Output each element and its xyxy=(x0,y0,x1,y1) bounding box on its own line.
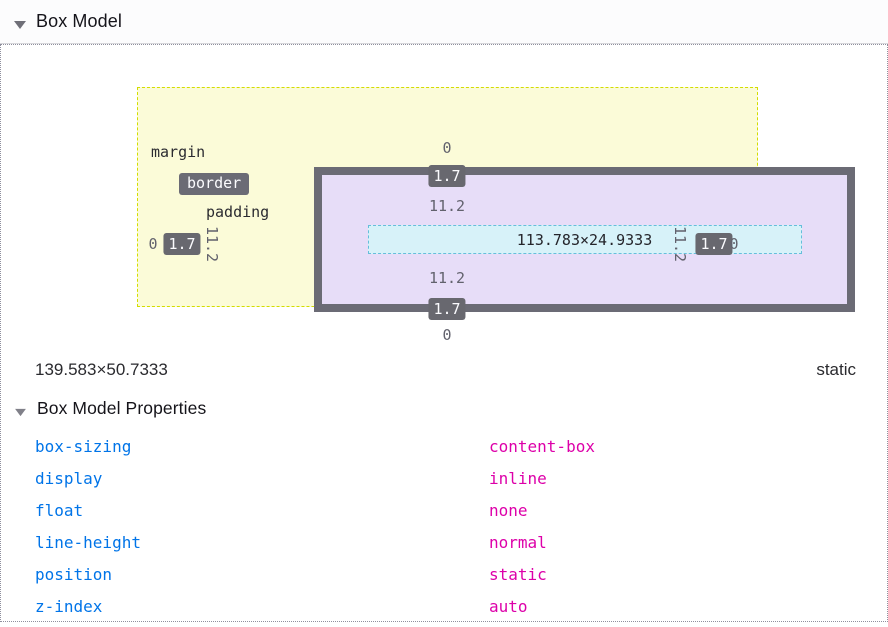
property-row-float[interactable]: float none xyxy=(1,494,887,526)
border-bottom-value[interactable]: 1.7 xyxy=(428,298,466,320)
property-value: auto xyxy=(489,596,528,616)
property-row-box-sizing[interactable]: box-sizing content-box xyxy=(1,430,887,462)
box-model-header[interactable]: Box Model xyxy=(0,0,888,44)
property-name: z-index xyxy=(35,596,103,616)
property-name: box-sizing xyxy=(35,436,132,456)
element-summary-row: 139.583×50.7333 static xyxy=(35,360,856,380)
collapse-arrow-icon[interactable] xyxy=(13,17,27,29)
property-name: display xyxy=(35,468,103,488)
border-region[interactable]: 113.783×24.9333 xyxy=(314,167,855,312)
padding-left-value[interactable]: 11.2 xyxy=(203,225,221,263)
box-model-diagram: 113.783×24.9333 margin border padding 0 … xyxy=(1,45,887,357)
property-row-display[interactable]: display inline xyxy=(1,462,887,494)
padding-label: padding xyxy=(206,203,270,221)
property-value: normal xyxy=(489,532,547,552)
margin-left-value[interactable]: 0 xyxy=(148,235,158,253)
property-row-z-index[interactable]: z-index auto xyxy=(1,590,887,622)
margin-right-value[interactable]: 0 xyxy=(729,235,739,253)
element-size: 139.583×50.7333 xyxy=(35,360,168,379)
property-value: content-box xyxy=(489,436,595,456)
padding-region[interactable]: 113.783×24.9333 xyxy=(322,175,847,304)
property-value: static xyxy=(489,564,547,584)
element-position: static xyxy=(816,360,856,379)
property-name: position xyxy=(35,564,113,584)
box-model-panel-body: 113.783×24.9333 margin border padding 0 … xyxy=(0,44,888,622)
box-model-properties-header[interactable]: Box Model Properties xyxy=(14,398,206,419)
border-label: border xyxy=(179,173,250,195)
property-name: float xyxy=(35,500,84,520)
property-value: inline xyxy=(489,468,547,488)
panel-title: Box Model xyxy=(36,11,122,31)
property-name: line-height xyxy=(35,532,141,552)
border-top-value[interactable]: 1.7 xyxy=(428,165,466,187)
margin-bottom-value[interactable]: 0 xyxy=(442,326,452,344)
margin-region[interactable]: 113.783×24.9333 xyxy=(137,87,855,312)
padding-right-value[interactable]: 11.2 xyxy=(671,225,689,263)
subsection-title: Box Model Properties xyxy=(37,398,207,418)
collapse-arrow-icon[interactable] xyxy=(14,404,28,416)
property-row-position[interactable]: position static xyxy=(1,558,887,590)
content-dimensions: 113.783×24.9333 xyxy=(516,230,653,249)
border-left-value[interactable]: 1.7 xyxy=(163,233,201,255)
property-row-line-height[interactable]: line-height normal xyxy=(1,526,887,558)
padding-top-value[interactable]: 11.2 xyxy=(428,197,466,215)
border-right-value[interactable]: 1.7 xyxy=(695,233,733,255)
padding-bottom-value[interactable]: 11.2 xyxy=(428,269,466,287)
properties-list: box-sizing content-box display inline fl… xyxy=(1,430,887,622)
margin-label: margin xyxy=(151,143,206,161)
margin-top-value[interactable]: 0 xyxy=(442,139,452,157)
property-value: none xyxy=(489,500,528,520)
